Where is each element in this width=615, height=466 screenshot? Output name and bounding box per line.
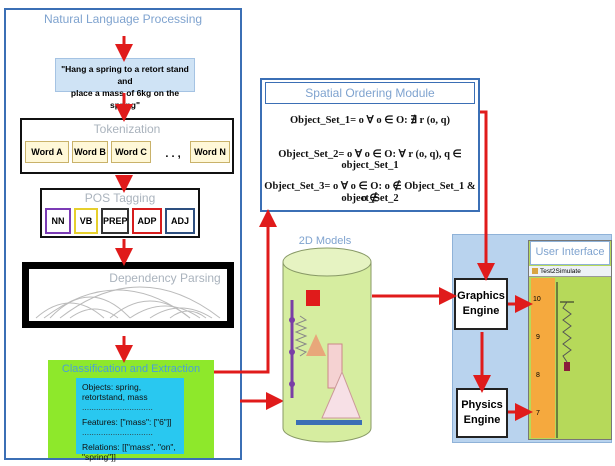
extracted-relations: Relations: [["mass", "on", "spring"]] bbox=[82, 442, 176, 462]
dependency-arcs bbox=[35, 286, 221, 319]
pos-tag-vb: VB bbox=[74, 208, 98, 234]
scale-tick-9: 9 bbox=[536, 334, 540, 341]
models-cylinder bbox=[282, 247, 372, 443]
pos-tag-adj: ADJ bbox=[165, 208, 195, 234]
pos-tag-prep: PREP bbox=[101, 208, 129, 234]
ui-spring-simulation bbox=[556, 282, 574, 438]
spatial-title-box bbox=[265, 82, 475, 104]
token-word-c: Word C bbox=[111, 141, 151, 163]
window-title-text: Test2Simulate bbox=[540, 268, 581, 275]
spatial-formulas: Object_Set_1= o ∀ o ∈ O: ∄ r (o, q) Obje… bbox=[262, 110, 478, 210]
physics-engine-label-2: Engine bbox=[463, 414, 501, 426]
object-set-2: Object_Set_2= o ∀ o ∈ O: ∀ r (o, q), q ∈… bbox=[278, 149, 462, 171]
object-set-1: Object_Set_1= o ∀ o ∈ O: ∄ r (o, q) bbox=[290, 115, 450, 126]
token-word-b: Word B bbox=[72, 141, 108, 163]
scale-tick-7: 7 bbox=[536, 410, 540, 417]
models-title: 2D Models bbox=[298, 235, 352, 247]
scale-tick-10: 10 bbox=[533, 296, 541, 303]
dependency-parsing-title: Dependency Parsing bbox=[109, 271, 221, 285]
graphics-engine-label-1: Graphics bbox=[457, 290, 505, 302]
ui-window-titlebar: Test2Simulate bbox=[529, 266, 611, 277]
classification-title: Classification and Extraction bbox=[61, 363, 201, 375]
extracted-objects: Objects: spring, retortstand, mass bbox=[82, 382, 148, 402]
separator-dots: .............................. bbox=[82, 402, 153, 412]
classification-inner-box: Objects: spring, retortstand, mass .....… bbox=[76, 378, 184, 462]
extracted-features: Features: ["mass": ["6"]] bbox=[82, 417, 172, 427]
ui-title-box bbox=[530, 241, 610, 265]
graphics-engine-label-2: Engine bbox=[462, 305, 500, 317]
token-ellipsis: . . , bbox=[165, 148, 181, 160]
tokenization-title: Tokenization bbox=[93, 122, 161, 136]
pos-tagging-title: POS Tagging bbox=[84, 191, 156, 205]
pos-tag-nn: NN bbox=[45, 208, 71, 234]
physics-engine-label-1: Physics bbox=[461, 399, 503, 411]
window-app-icon bbox=[532, 268, 538, 275]
spatial-title: Spatial Ordering Module bbox=[305, 86, 435, 100]
nlp-panel-title: Natural Language Processing bbox=[43, 12, 203, 26]
object-set-3-line-2: object_Set_2 bbox=[341, 193, 399, 204]
arrow-spatial-to-graphics bbox=[477, 110, 495, 281]
arrow-classification-to-spatial bbox=[214, 209, 277, 374]
separator-dots: .............................. bbox=[82, 427, 153, 437]
pipeline-arrows bbox=[115, 36, 533, 421]
sentence-line-1: "Hang a spring to a retort stand and bbox=[61, 64, 189, 86]
ui-title: User Interface bbox=[535, 246, 605, 258]
pos-tag-adp: ADP bbox=[132, 208, 162, 234]
scale-tick-8: 8 bbox=[536, 372, 540, 379]
object-set-3-line-1: Object_Set_3= o ∀ o ∈ O: o ∉ Object_Set_… bbox=[264, 181, 476, 204]
ui-scale-panel bbox=[531, 278, 555, 438]
token-word-a: Word A bbox=[25, 141, 69, 163]
token-word-n: Word N bbox=[190, 141, 230, 163]
